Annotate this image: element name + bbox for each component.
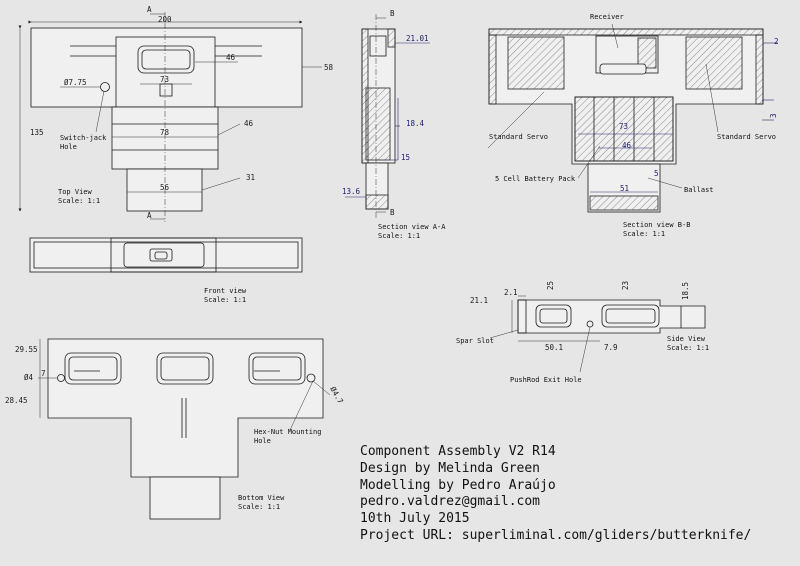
dim-phi-775: Ø7.75 (64, 78, 87, 87)
title-line-component: Component Assembly V2 R14 (360, 444, 556, 459)
dim-bb-5: 5 (654, 169, 659, 178)
section-aa-title: Section view A-A (378, 223, 446, 231)
top-view (18, 12, 322, 222)
label-spar-slot: Spar Slot (456, 337, 494, 345)
dim-31: 31 (246, 173, 255, 182)
label-standard-servo-left: Standard Servo (489, 133, 548, 141)
dim-13-6: 13.6 (342, 187, 361, 196)
dim-side-23: 23 (621, 281, 630, 290)
dim-side-7-9: 7.9 (604, 343, 618, 352)
top-view-title: Top View (58, 188, 93, 196)
dim-phi-4: Ø4 (24, 373, 34, 382)
dim-200: 200 (158, 15, 172, 24)
side-view-scale: Scale: 1:1 (667, 344, 709, 352)
dim-46: 46 (226, 53, 236, 62)
dim-phi-47: Ø4.7 (328, 385, 345, 405)
dim-side-25: 25 (546, 281, 555, 290)
bottom-view (38, 338, 331, 520)
section-aa-mark-b-bottom: B (390, 208, 395, 217)
front-view (29, 237, 303, 273)
front-view-scale: Scale: 1:1 (204, 296, 246, 304)
bottom-view-title: Bottom View (238, 494, 285, 502)
dim-28-45: 28.45 (5, 396, 28, 405)
bottom-view-scale: Scale: 1:1 (238, 503, 280, 511)
front-view-title: Front view (204, 287, 247, 295)
title-line-email: pedro.valdrez@gmail.com (360, 494, 540, 509)
label-receiver: Receiver (590, 13, 624, 21)
section-bb-scale: Scale: 1:1 (623, 230, 665, 238)
label-ballast: Ballast (684, 186, 714, 194)
dim-15: 15 (401, 153, 410, 162)
dim-bb-3: 3 (769, 113, 778, 118)
top-callout-line2: Hole (60, 143, 77, 151)
dim-29-55: 29.55 (15, 345, 38, 354)
top-view-scale: Scale: 1:1 (58, 197, 100, 205)
dim-bb-2: 2 (774, 37, 779, 46)
side-view-title: Side View (667, 335, 706, 343)
label-battery-pack: 5 Cell Battery Pack (495, 175, 576, 183)
title-line-url: Project URL: superliminal.com/gliders/bu… (360, 528, 751, 543)
section-view-a-a (345, 14, 430, 218)
dim-58: 58 (324, 63, 334, 72)
title-line-modelling: Modelling by Pedro Araújo (360, 478, 556, 493)
dim-46-body: 46 (244, 119, 254, 128)
dim-side-21-1: 21.1 (470, 296, 488, 305)
dim-78: 78 (160, 128, 170, 137)
dim-7: 7 (41, 369, 46, 378)
dim-56: 56 (160, 183, 170, 192)
label-standard-servo-right: Standard Servo (717, 133, 776, 141)
section-aa-scale: Scale: 1:1 (378, 232, 420, 240)
top-callout-line1: Switch-jack (60, 134, 107, 142)
dim-side-2-1: 2.1 (504, 288, 518, 297)
dim-135: 135 (30, 128, 44, 137)
dim-bb-46: 46 (622, 141, 632, 150)
section-view-b-b (487, 23, 778, 213)
dim-side-18-5: 18.5 (681, 282, 690, 300)
dim-bb-51: 51 (620, 184, 629, 193)
dim-18-4: 18.4 (406, 119, 425, 128)
dim-side-50-1: 50.1 (545, 343, 563, 352)
bottom-callout-line1: Hex-Nut Mounting (254, 428, 321, 436)
title-line-design: Design by Melinda Green (360, 461, 540, 476)
bottom-callout-line2: Hole (254, 437, 271, 445)
section-bb-title: Section view B-B (623, 221, 690, 229)
dim-21-01: 21.01 (406, 34, 429, 43)
dim-bb-73: 73 (619, 122, 628, 131)
side-view (489, 295, 706, 373)
top-section-mark-a-bottom: A (147, 211, 152, 220)
dim-73: 73 (160, 75, 169, 84)
title-line-date: 10th July 2015 (360, 511, 470, 526)
top-section-mark-a: A (147, 5, 152, 14)
label-pushrod-exit-hole: PushRod Exit Hole (510, 376, 582, 384)
section-aa-mark-b-top: B (390, 9, 395, 18)
